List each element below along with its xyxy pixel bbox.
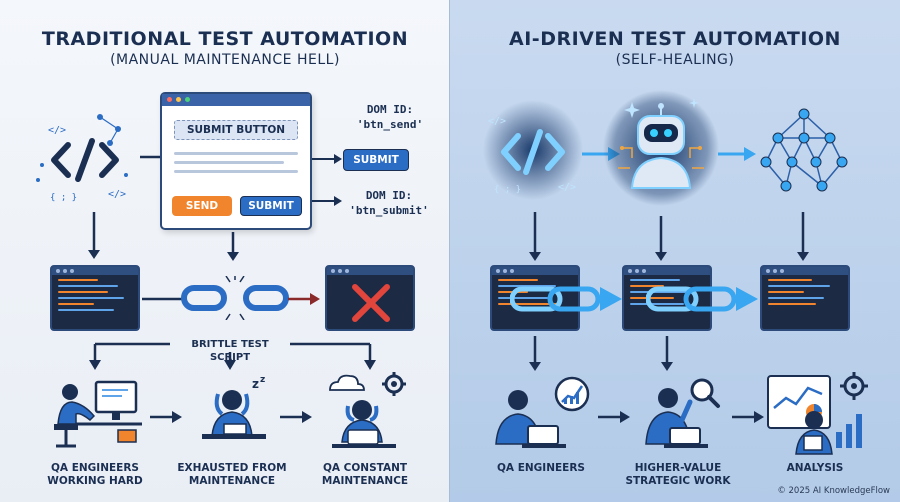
arrow-down-icon <box>529 212 541 261</box>
arrow-right-icon <box>288 293 320 305</box>
svg-text:</>: </> <box>558 182 576 193</box>
traditional-panel: TRADITIONAL TEST AUTOMATION (MANUAL MAIN… <box>0 0 450 502</box>
caption-strategic-work: HIGHER-VALUE STRATEGIC WORK <box>625 462 731 487</box>
svg-text:</>: </> <box>108 189 126 200</box>
ai-driven-panel: AI-DRIVEN TEST AUTOMATION (SELF-HEALING)… <box>450 0 900 502</box>
error-x-icon <box>352 284 390 322</box>
dom-id-top-label: DOM ID: 'btn_send' <box>356 103 424 131</box>
neural-network-icon <box>760 108 848 192</box>
right-title: AI-DRIVEN TEST AUTOMATION <box>509 28 841 50</box>
browser-titlebar <box>162 94 310 106</box>
script-screen-1 <box>490 265 580 331</box>
analysis-engineer-icon <box>767 372 868 455</box>
arrow-right-icon <box>718 147 756 161</box>
healed-chain-icon <box>510 286 622 312</box>
exhausted-engineer-icon: z z <box>202 375 266 439</box>
arrow-right-icon <box>598 411 630 423</box>
svg-text:</>: </> <box>48 125 66 136</box>
brittle-script-label: BRITTLE TEST SCRIPT <box>191 339 269 363</box>
dom-id-bottom-label: DOM ID: 'btn_submit' <box>349 189 429 217</box>
arrow-down-icon <box>88 212 100 259</box>
glowing-code-icon: </> { ; } </> <box>483 100 583 200</box>
right-subtitle: (SELF-HEALING) <box>615 52 735 68</box>
arrow-right-icon <box>280 411 312 423</box>
caption-qa-engineers: QA ENGINEERS <box>497 462 585 474</box>
branch-connector <box>89 342 376 370</box>
copyright-footer: © 2025 AI KnowledgeFlow <box>777 486 890 496</box>
left-subtitle: (MANUAL MAINTENANCE HELL) <box>110 52 340 68</box>
caption-analysis: ANALYSIS <box>786 462 844 474</box>
caption-exhausted: EXHAUSTED FROM MAINTENANCE <box>177 462 287 487</box>
caption-constant-maintenance: QA CONSTANT MAINTENANCE <box>321 462 409 487</box>
svg-text:</>: </> <box>488 116 506 127</box>
caption-working-hard: QA ENGINEERS WORKING HARD <box>47 462 143 487</box>
arrow-right-icon <box>140 155 162 159</box>
working-engineer-icon <box>54 380 142 448</box>
arrow-right-icon <box>312 196 342 206</box>
engineer-growth-icon <box>495 376 590 448</box>
maintenance-engineer-icon <box>329 372 406 448</box>
svg-text:{ ; }: { ; } <box>50 193 77 203</box>
browser-window: SUBMIT BUTTON SEND SUBMIT <box>160 92 312 230</box>
arrow-right-icon <box>732 411 764 423</box>
arrow-right-icon <box>312 154 342 164</box>
svg-text:z: z <box>252 377 259 391</box>
submit-button-placeholder: SUBMIT BUTTON <box>174 120 298 140</box>
code-icon: </> { ; } </> <box>36 114 128 203</box>
failed-script-screen <box>325 265 415 331</box>
arrow-down-icon <box>661 336 673 371</box>
send-button[interactable]: SEND <box>172 196 232 216</box>
healed-chain-icon <box>646 286 758 312</box>
submit-button[interactable]: SUBMIT <box>240 196 302 216</box>
strategic-engineer-icon <box>645 378 720 448</box>
ai-robot-icon <box>603 90 719 206</box>
broken-chain-icon <box>181 276 289 320</box>
connector-line <box>142 297 182 301</box>
test-script-screen <box>50 265 140 331</box>
svg-text:z: z <box>260 375 265 385</box>
arrow-down-icon <box>655 216 667 261</box>
script-screen-3 <box>760 265 850 331</box>
svg-text:{ ; }: { ; } <box>494 185 521 195</box>
arrow-down-icon <box>529 336 541 371</box>
external-submit-button[interactable]: SUBMIT <box>343 149 409 171</box>
arrow-right-icon <box>150 411 182 423</box>
arrow-down-icon <box>797 212 809 261</box>
left-title: TRADITIONAL TEST AUTOMATION <box>41 28 409 50</box>
arrow-down-icon <box>227 232 239 261</box>
